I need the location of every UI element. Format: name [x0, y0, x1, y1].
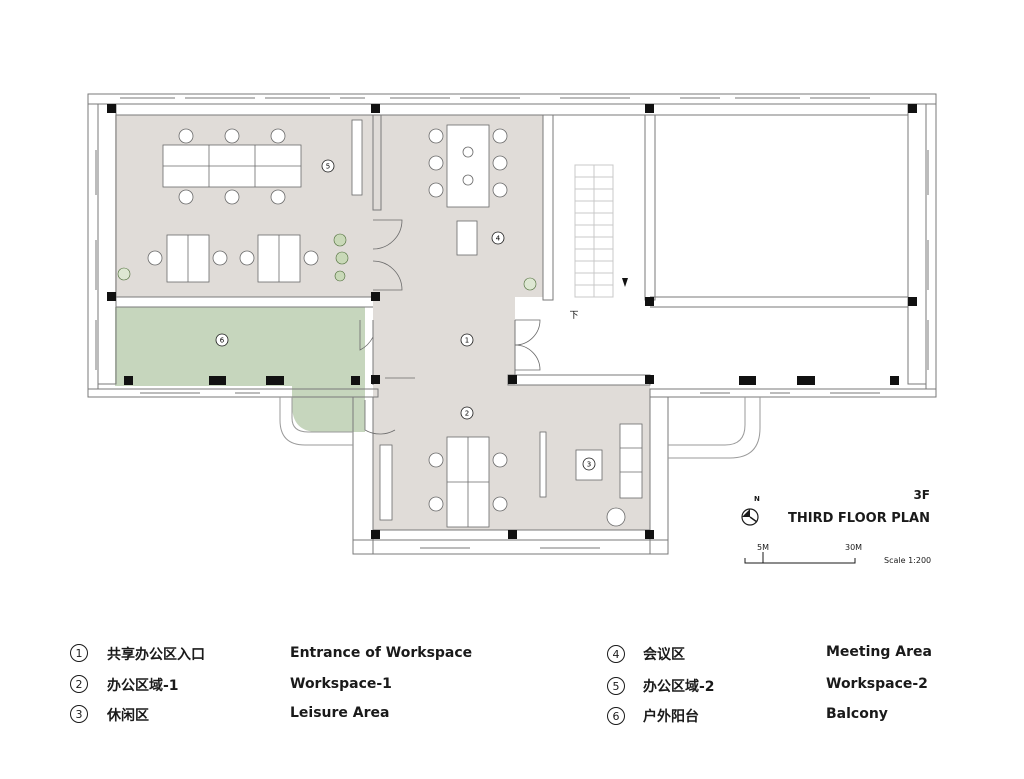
svg-text:6: 6 — [220, 337, 225, 345]
scale-ratio: Scale 1:200 — [884, 556, 932, 565]
room-marker-1: 1 — [460, 333, 474, 347]
corridor-floor — [373, 297, 515, 530]
room-marker-3: 3 — [582, 457, 596, 471]
legend-label-cn: 休闲区 — [107, 708, 149, 724]
furniture — [147, 119, 643, 528]
legend-label-en: Workspace-2 — [826, 676, 928, 692]
scale-mark-30m: 30M — [845, 543, 863, 552]
scale-mark-5m: 5M — [757, 543, 769, 552]
legend-number: 6 — [607, 707, 625, 725]
legend-label-en: Meeting Area — [826, 644, 932, 660]
legend-label-en: Workspace-1 — [290, 676, 392, 692]
svg-text:2: 2 — [465, 410, 469, 418]
legend-label-en: Balcony — [826, 706, 888, 722]
svg-text:5: 5 — [326, 163, 330, 171]
legend-label-en: Entrance of Workspace — [290, 645, 473, 661]
room-marker-4: 4 — [491, 231, 505, 245]
legend-number: 1 — [70, 644, 88, 662]
floor-name: THIRD FLOOR PLAN — [787, 511, 930, 526]
north-label: N — [754, 495, 760, 503]
room-marker-2: 2 — [460, 406, 474, 420]
legend-number: 3 — [70, 705, 88, 723]
floor-code: 3F — [913, 488, 930, 502]
svg-text:1: 1 — [465, 337, 469, 345]
plants — [117, 233, 537, 291]
legend-label-cn: 共享办公区入口 — [107, 647, 205, 663]
room-markers: 5 4 6 1 2 3 下 — [215, 159, 596, 471]
legend-label-en: Leisure Area — [290, 705, 390, 721]
legend-label-cn: 会议区 — [643, 647, 685, 663]
doors — [359, 219, 541, 435]
workspace-2-floor — [115, 115, 373, 297]
room-marker-6: 6 — [215, 333, 229, 347]
legend-number: 5 — [607, 677, 625, 695]
svg-text:3: 3 — [587, 461, 591, 469]
north-arrow-icon — [741, 508, 759, 526]
legend-number: 4 — [607, 645, 625, 663]
walkways — [279, 397, 761, 459]
scale-bar — [744, 552, 856, 564]
room-marker-5: 5 — [321, 159, 335, 173]
legend-label-cn: 办公区域-1 — [107, 678, 179, 694]
columns — [107, 104, 917, 539]
walls — [87, 93, 937, 555]
stair-label: 下 — [569, 311, 578, 321]
legend-label-cn: 户外阳台 — [643, 709, 699, 725]
stair — [574, 164, 628, 298]
balcony-floor — [115, 307, 365, 432]
legend-number: 2 — [70, 675, 88, 693]
legend-label-cn: 办公区域-2 — [643, 679, 715, 695]
svg-text:4: 4 — [496, 235, 501, 243]
